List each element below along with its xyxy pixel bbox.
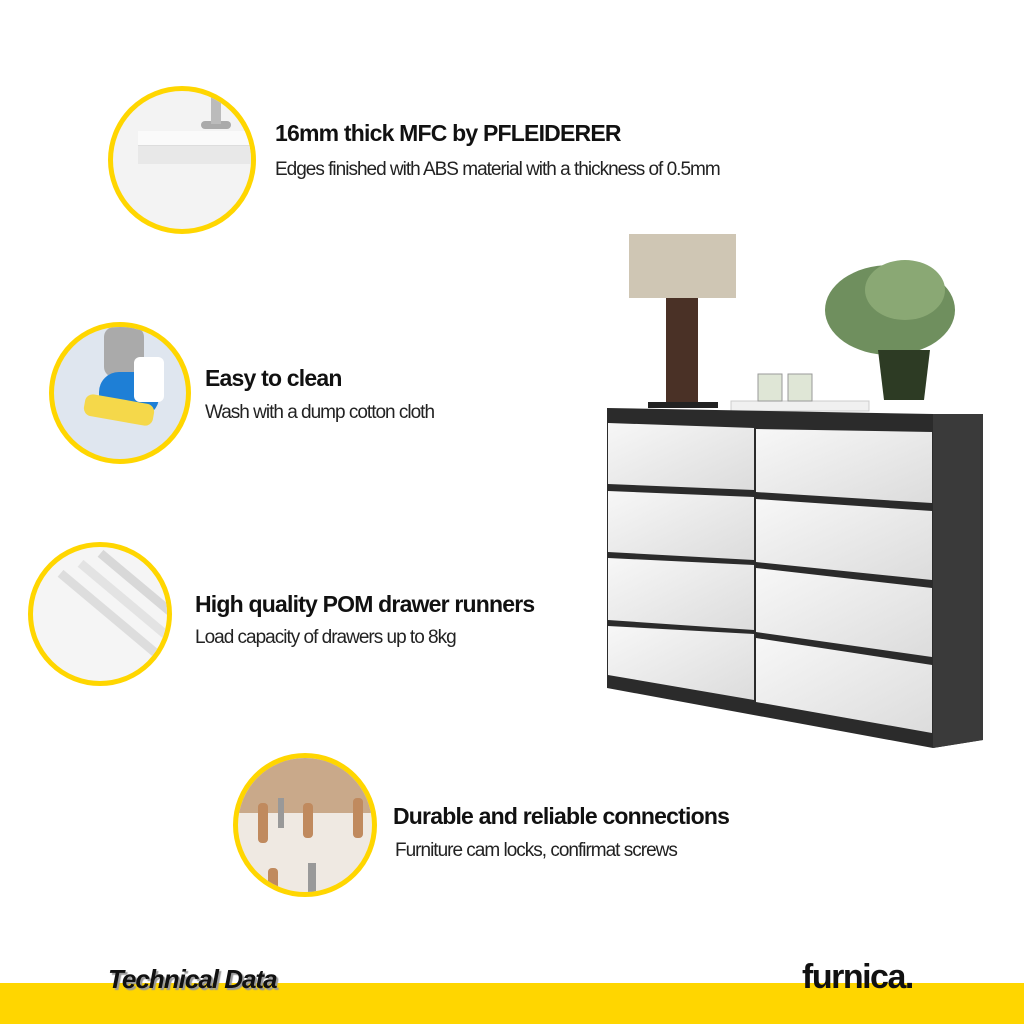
feature-desc: Furniture cam locks, confirmat screws	[395, 840, 678, 861]
lamp	[629, 234, 736, 408]
drawer-runners-image	[28, 542, 172, 686]
feature-title: High quality POM drawer runners	[195, 591, 535, 617]
feature-desc: Wash with a dump cotton cloth	[205, 402, 435, 423]
feature-desc: Load capacity of drawers up to 8kg	[195, 627, 457, 648]
feature-title: 16mm thick MFC by PFLEIDERER	[275, 120, 621, 146]
cleaning-image	[49, 322, 191, 464]
feature-title: Durable and reliable connections	[393, 803, 730, 829]
feature-desc: Edges finished with ABS material with a …	[275, 159, 721, 180]
drawer-fronts	[608, 423, 932, 733]
connectors-image	[233, 753, 377, 897]
plant	[825, 260, 955, 400]
brand-logo: furnica.	[802, 958, 914, 996]
footer-bar	[0, 983, 1024, 1024]
books-and-glasses	[730, 373, 870, 412]
board-edge-image	[108, 86, 256, 234]
technical-data-label: Technical Data	[108, 964, 278, 994]
feature-title: Easy to clean	[205, 365, 342, 391]
